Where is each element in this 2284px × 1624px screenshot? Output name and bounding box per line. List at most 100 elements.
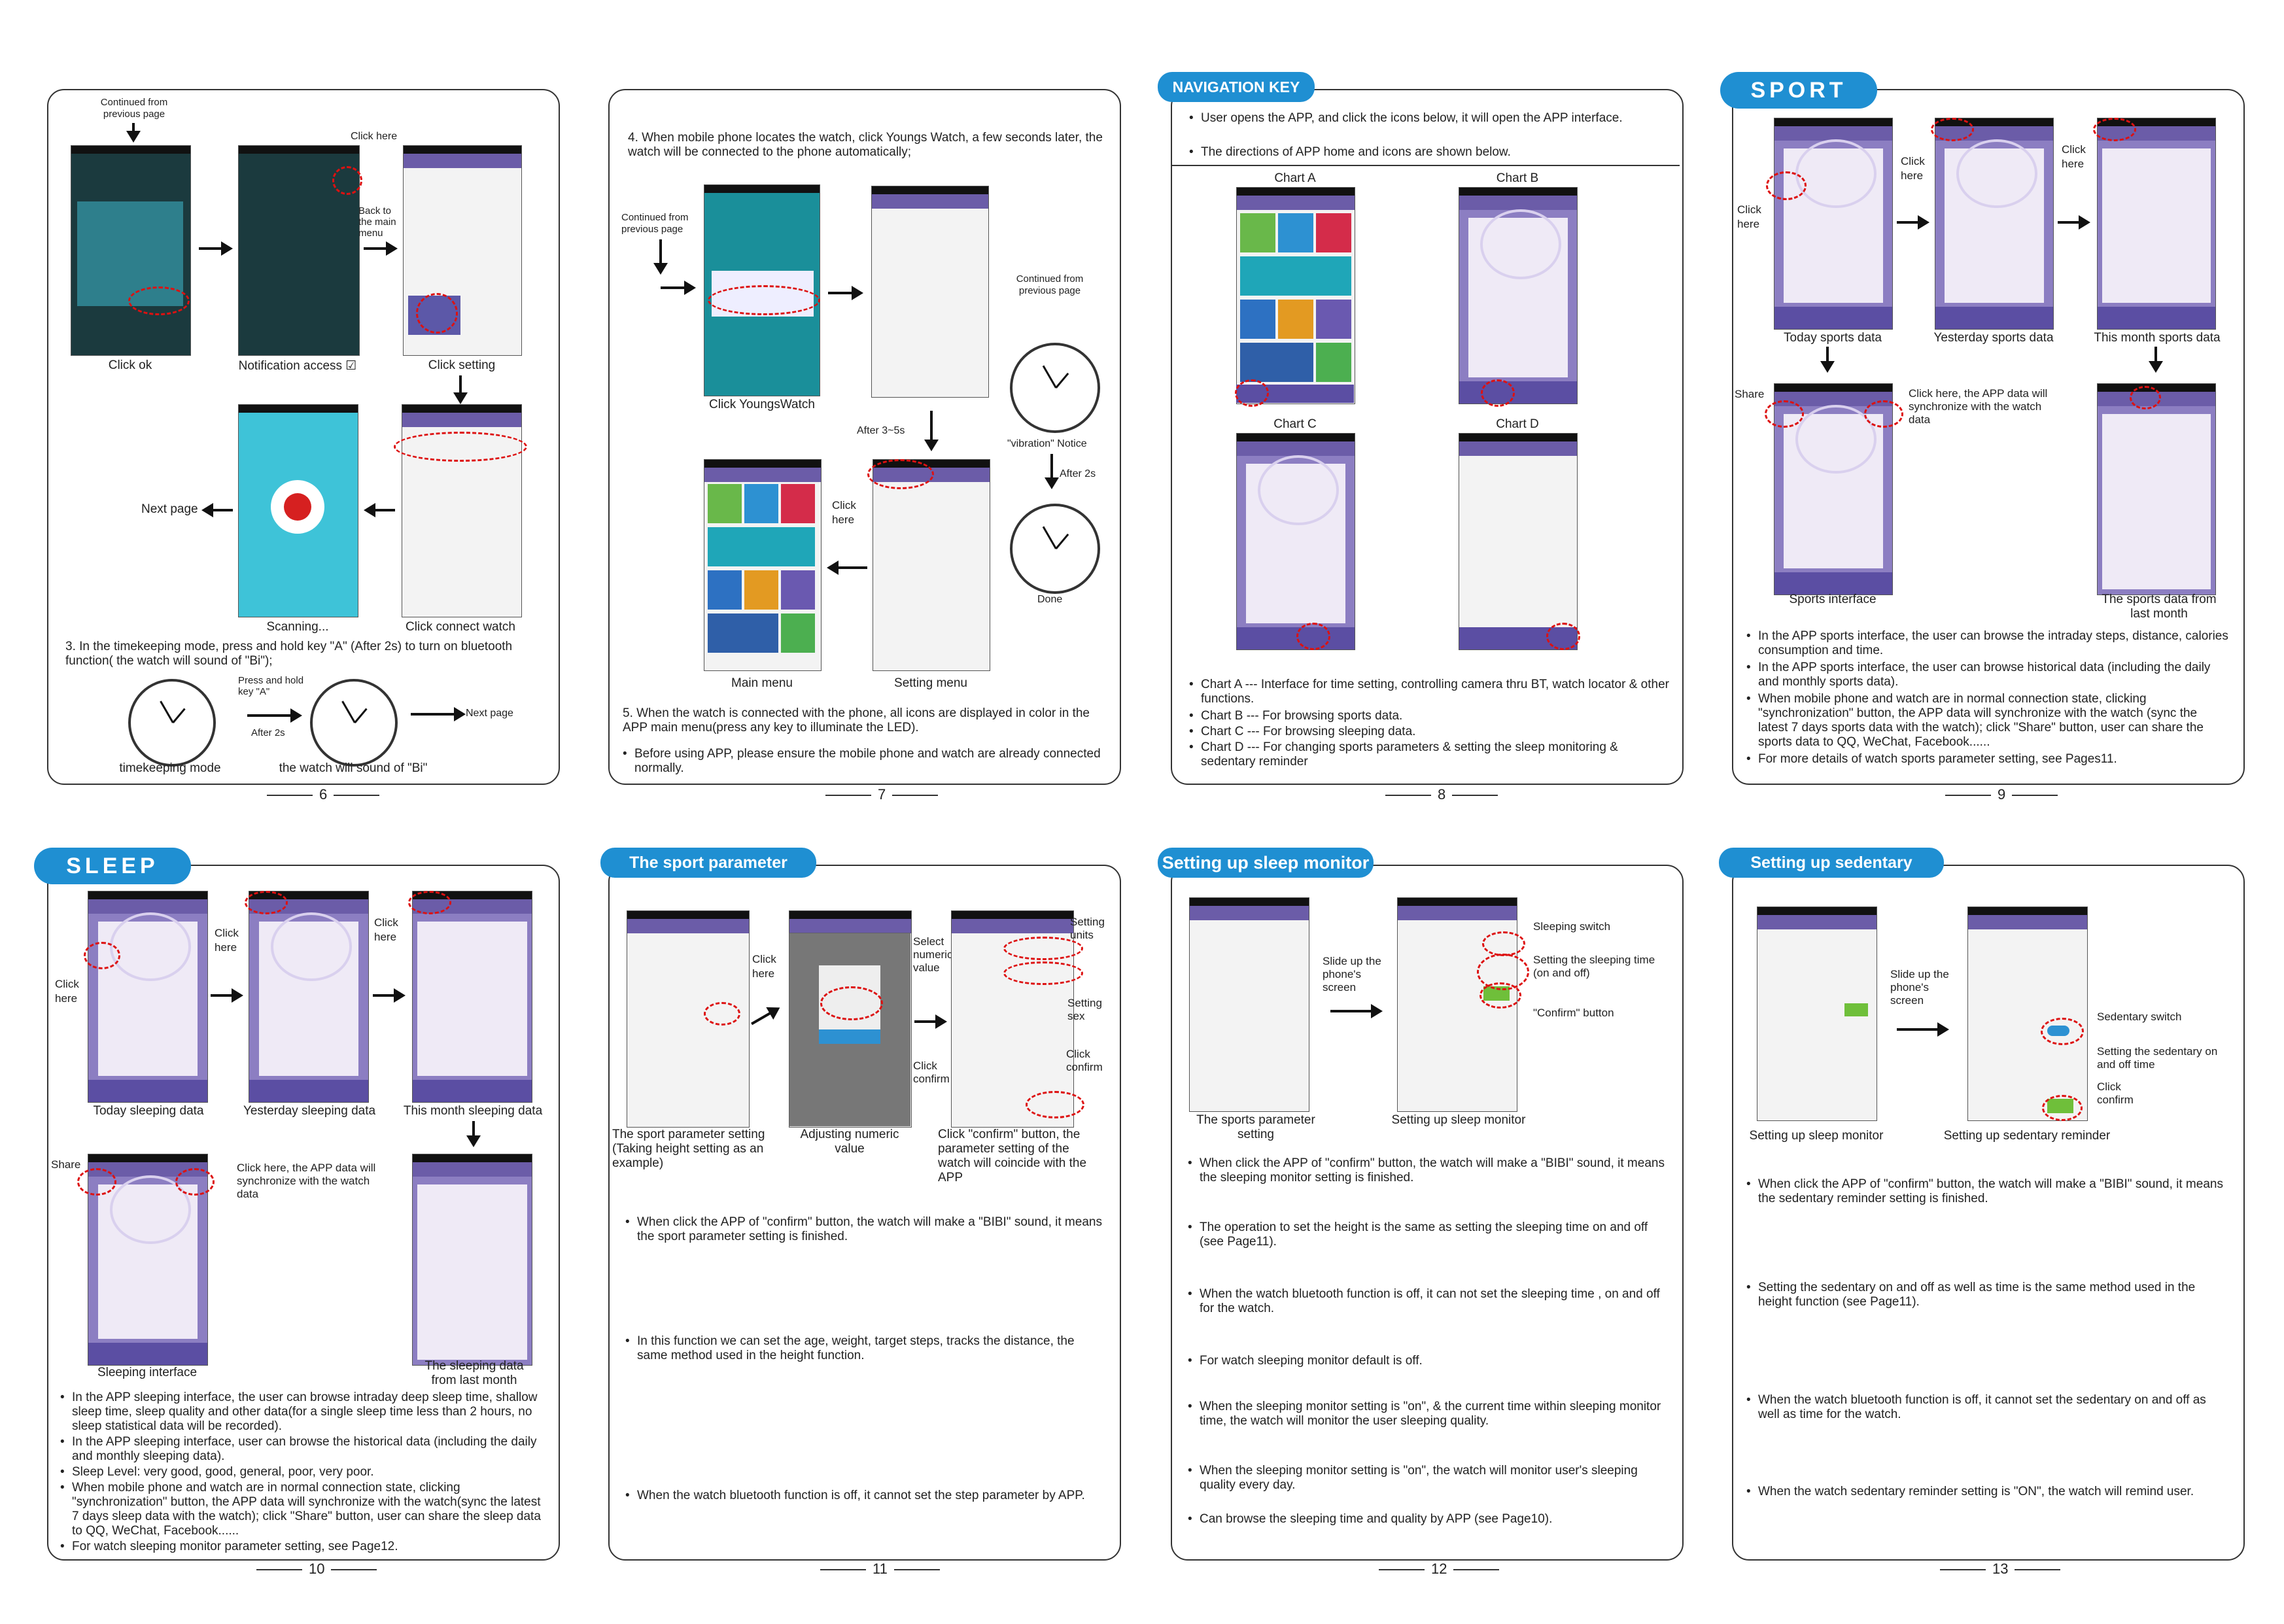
divider xyxy=(1172,165,1680,166)
caption-sports-param: The sports parameter setting xyxy=(1196,1113,1315,1141)
caption-sleeping-interface: Sleeping interface xyxy=(97,1366,198,1379)
a-tile-help xyxy=(1316,343,1351,382)
month-highlight xyxy=(2093,118,2136,141)
sed-switch-highlight xyxy=(2041,1018,2084,1045)
sync-note: Click here, the APP data will synchroniz… xyxy=(1909,387,2048,426)
watch-bi-sound xyxy=(310,679,398,767)
sleep-monitor-bullet-6: When the sleeping monitor setting is "on… xyxy=(1188,1464,1670,1493)
sleep-monitor-bullet-1: When click the APP of "confirm" button, … xyxy=(1188,1156,1670,1185)
click-confirm-label-2: Click confirm xyxy=(1066,1048,1103,1073)
down-arrow xyxy=(1820,347,1835,373)
press-hold-label: Press and hold key "A" xyxy=(238,675,304,697)
confirm-highlight xyxy=(1026,1091,1084,1118)
sleep-monitor-phone-1 xyxy=(1189,897,1309,1112)
caption-scanning: Scanning... xyxy=(266,620,329,634)
page-11-title: The sport parameter setting xyxy=(600,848,816,902)
sleep-monitor-bullet-3: When the watch bluetooth function is off… xyxy=(1188,1287,1670,1316)
a-tile-alarm xyxy=(1278,300,1313,339)
caption-confirm: Click "confirm" button, the parameter se… xyxy=(938,1128,1087,1184)
sedentary-bullet-2: Setting the sedentary on and off as well… xyxy=(1746,1281,2229,1309)
vibration-label: "vibration" Notice xyxy=(1007,438,1087,449)
value-highlight xyxy=(820,986,883,1020)
click-here-label: Click here xyxy=(351,131,398,142)
tile-camera xyxy=(744,484,778,523)
nav-bullet-2: The directions of APP home and icons are… xyxy=(1189,145,1659,160)
a-tile-search xyxy=(1316,300,1351,339)
sync-note: Click here, the APP data will synchroniz… xyxy=(237,1162,376,1200)
a-tile-camera xyxy=(1278,213,1313,252)
page-number-13: 13 xyxy=(1933,1561,2067,1578)
caption-main-menu: Main menu xyxy=(731,676,793,690)
right-arrow xyxy=(2058,215,2090,230)
check-highlight xyxy=(332,166,362,195)
today-highlight xyxy=(84,942,120,969)
click-confirm-label: Click confirm xyxy=(913,1060,950,1085)
continued-label: Continued from previous page xyxy=(100,97,168,120)
chart-d-label: Chart D xyxy=(1496,417,1539,431)
sport-bullet-1: In the APP sports interface, the user ca… xyxy=(1746,629,2229,658)
sed-green-btn xyxy=(1844,1003,1868,1016)
sport-bullet-4: For more details of watch sports paramet… xyxy=(1746,752,2229,767)
ok-highlight xyxy=(128,286,190,315)
caption-last-month-sports: The sports data from last month xyxy=(2102,593,2217,621)
setting-units-label: Setting units xyxy=(1070,916,1105,941)
left-arrow xyxy=(201,503,233,517)
youngs-watch-highlight xyxy=(708,285,820,315)
sport-interface-phone xyxy=(1774,383,1893,595)
page-number-8: 8 xyxy=(1379,786,1504,803)
down-arrow xyxy=(466,1121,481,1147)
month-highlight xyxy=(408,891,451,914)
watch-timekeeping xyxy=(128,679,216,767)
next-page-label-2: Next page xyxy=(466,708,513,719)
chart-c-label: Chart C xyxy=(1273,417,1317,431)
caption-sports-interface: Sports interface xyxy=(1789,593,1877,606)
select-value-label: Select numeric value xyxy=(913,935,953,974)
confirm-button-label: "Confirm" button xyxy=(1533,1007,1614,1019)
down-arrow xyxy=(2149,347,2163,373)
tile-locator xyxy=(781,484,815,523)
step-5-text: 5. When the watch is connected with the … xyxy=(623,706,1090,734)
today-highlight xyxy=(1766,171,1807,200)
sleep-monitor-bullet-5: When the sleeping monitor setting is "on… xyxy=(1188,1400,1670,1428)
caption-month-sleeping: This month sleeping data xyxy=(403,1104,543,1118)
sport-bullet-2: In the APP sports interface, the user ca… xyxy=(1746,661,2229,689)
param-bullet-1: When click the APP of "confirm" button, … xyxy=(625,1215,1108,1244)
slide-up-label: Slide up the phone's screen xyxy=(1890,968,1949,1007)
done-label: Done xyxy=(1037,594,1063,605)
share-label: Share xyxy=(1735,388,1765,400)
connect-highlight xyxy=(394,432,527,462)
right-arrow xyxy=(1897,215,1929,230)
legend-chart-d: Chart D --- For changing sports paramete… xyxy=(1189,740,1672,769)
right-arrow xyxy=(1330,1004,1383,1018)
right-arrow xyxy=(199,241,233,256)
slide-up-label: Slide up the phone's screen xyxy=(1323,955,1381,993)
sleep-bullet-3: Sleep Level: very good, good, general, p… xyxy=(60,1465,549,1479)
yesterday-highlight xyxy=(245,891,288,914)
page-7 xyxy=(608,89,1121,785)
back-main-label: Back to the main menu xyxy=(358,205,396,239)
share-highlight xyxy=(77,1168,116,1196)
page-8-title: NAVIGATION KEY MAUNAL xyxy=(1158,72,1315,126)
step-4-text: 4. When mobile phone locates the watch, … xyxy=(628,131,1103,159)
sleep-monitor-bullet-2: The operation to set the height is the s… xyxy=(1188,1220,1670,1249)
right-arrow xyxy=(411,707,466,721)
sport-today-phone xyxy=(1774,118,1893,330)
sedentary-bullet-4: When the watch sedentary reminder settin… xyxy=(1746,1485,2229,1499)
chart-d-phone xyxy=(1459,433,1578,650)
sport-bullet-3: When mobile phone and watch are in norma… xyxy=(1746,692,2229,750)
a-tile-phone xyxy=(1240,300,1275,339)
sleep-confirm-highlight xyxy=(1479,982,1521,1009)
sleep-yesterday-phone xyxy=(249,891,369,1103)
sync-highlight xyxy=(1864,400,1903,428)
sedentary-phone-2 xyxy=(1967,907,2088,1121)
caption-sedentary: Setting up sedentary reminder xyxy=(1943,1129,2111,1143)
chart-b-phone xyxy=(1459,187,1578,404)
caption-sport-param: The sport parameter setting (Taking heig… xyxy=(612,1128,765,1170)
caption-click-ok: Click ok xyxy=(108,358,152,372)
down-arrow xyxy=(924,411,939,451)
tile-banner xyxy=(708,527,815,566)
last-month-highlight xyxy=(2130,386,2161,409)
chart-b-label: Chart B xyxy=(1496,171,1539,185)
right-arrow xyxy=(364,241,398,256)
left-arrow xyxy=(827,561,867,575)
